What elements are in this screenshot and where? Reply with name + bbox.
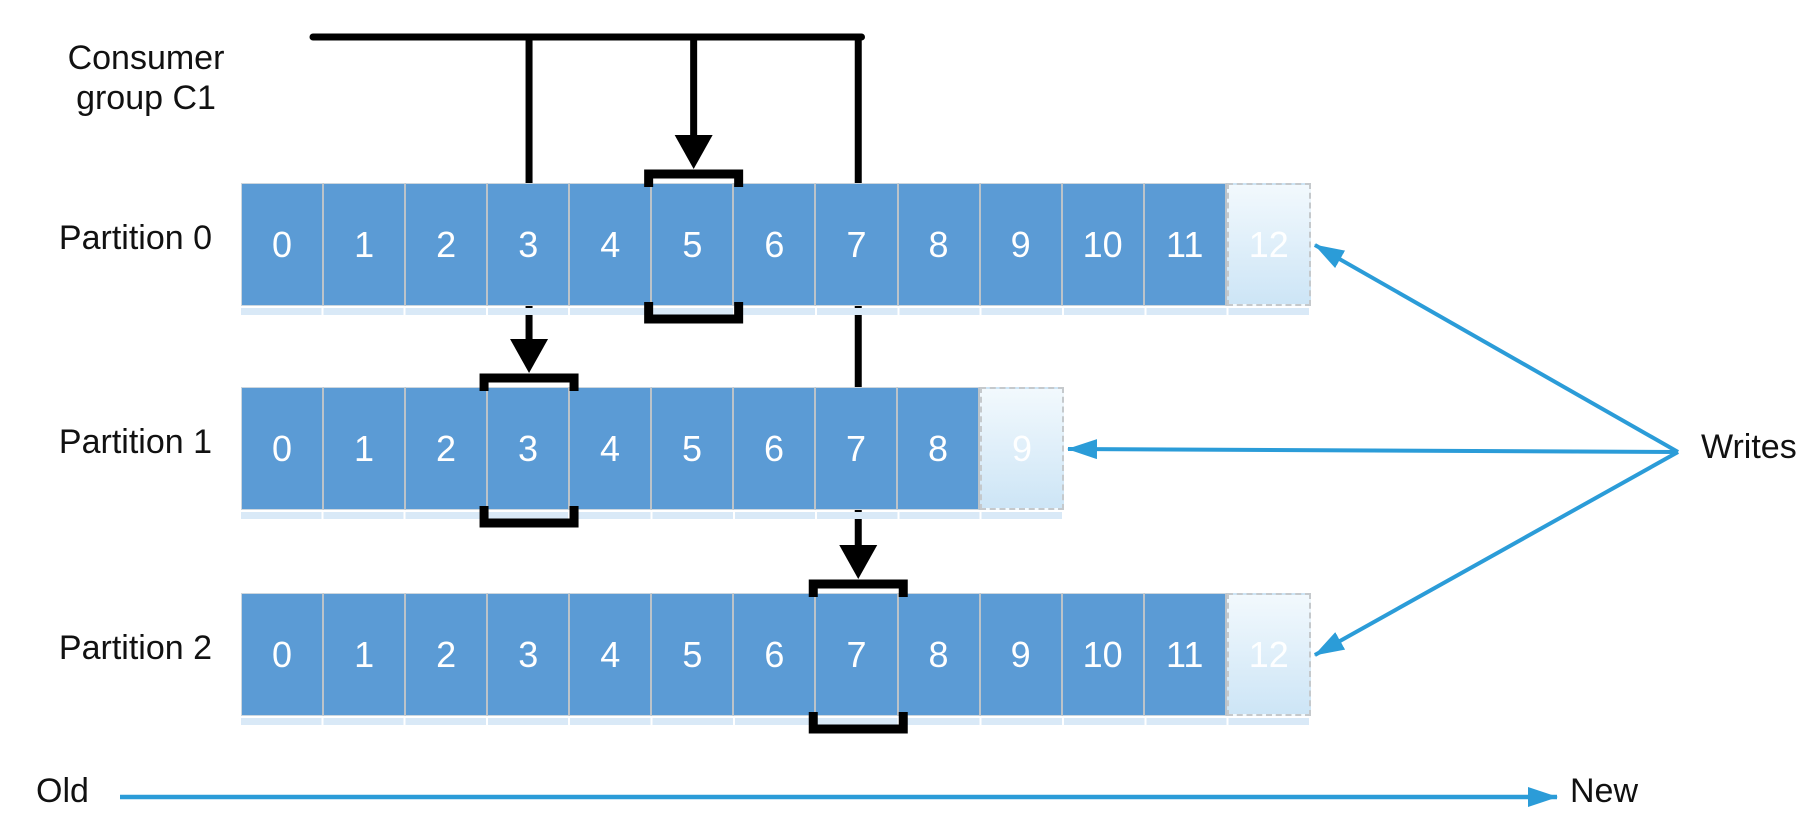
partition-cell: 4 — [570, 387, 652, 510]
partition-cell: 9 — [980, 593, 1063, 716]
partition-cell: 8 — [898, 593, 981, 716]
consumer-arrowhead-partition-1 — [510, 339, 549, 373]
consumer-arrowhead-partition-0 — [674, 135, 713, 169]
partition-cell: 6 — [734, 593, 817, 716]
consumer-arrowhead-partition-2 — [839, 545, 878, 579]
consumer-group-label-line2: group C1 — [76, 79, 216, 117]
partition-cell: 6 — [734, 387, 816, 510]
partition-cell: 4 — [570, 593, 653, 716]
partition-cell: 4 — [570, 183, 653, 306]
partition-cell: 3 — [488, 183, 571, 306]
partition-label: Partition 2 — [58, 629, 212, 667]
partition-cell: 9 — [980, 183, 1063, 306]
partition-cell: 6 — [734, 183, 817, 306]
partition-cell: 2 — [406, 387, 488, 510]
partition-cell: 0 — [241, 593, 325, 716]
partition-cell: 11 — [1144, 593, 1227, 716]
new-axis-label: New — [1570, 772, 1639, 810]
write-arrow-partition-1 — [1067, 439, 1679, 460]
partition-cell: 5 — [652, 387, 734, 510]
partition-cell: 0 — [241, 183, 325, 306]
write-arrow-partition-2 — [1313, 450, 1679, 657]
next-offset-cell: 12 — [1226, 593, 1311, 716]
partition-cell: 7 — [816, 593, 899, 716]
partition-cell: 1 — [324, 593, 407, 716]
partition-cell: 10 — [1062, 593, 1145, 716]
partition-cell: 10 — [1062, 183, 1145, 306]
partition-cell: 7 — [816, 387, 898, 510]
writes-label: Writes — [1701, 428, 1797, 466]
consumer-group-label: Consumer group C1 — [30, 38, 262, 118]
consumer-group-label-line1: Consumer — [67, 39, 225, 77]
old-axis-label: Old — [36, 772, 89, 810]
partition-cell: 0 — [241, 387, 324, 510]
partition-cell: 7 — [816, 183, 899, 306]
partition-cell: 8 — [898, 387, 980, 510]
partition-row-shadow — [241, 308, 1311, 315]
partition-label: Partition 1 — [58, 423, 212, 461]
partition-row-shadow — [241, 512, 1064, 519]
partition-cell: 5 — [652, 183, 735, 306]
partition-cell: 2 — [406, 183, 489, 306]
partition-cell: 3 — [488, 387, 570, 510]
next-offset-cell: 12 — [1226, 183, 1311, 306]
partition-cell: 2 — [406, 593, 489, 716]
partition-row-shadow — [241, 718, 1311, 725]
partition-cell: 1 — [324, 387, 406, 510]
partition-cell: 8 — [898, 183, 981, 306]
partition-cell: 3 — [488, 593, 571, 716]
partition-label: Partition 0 — [58, 219, 212, 257]
partition-cell: 1 — [324, 183, 407, 306]
partition-cell: 5 — [652, 593, 735, 716]
partition-cell: 11 — [1144, 183, 1227, 306]
next-offset-cell: 9 — [980, 387, 1064, 510]
write-arrow-partition-0 — [1313, 243, 1679, 454]
